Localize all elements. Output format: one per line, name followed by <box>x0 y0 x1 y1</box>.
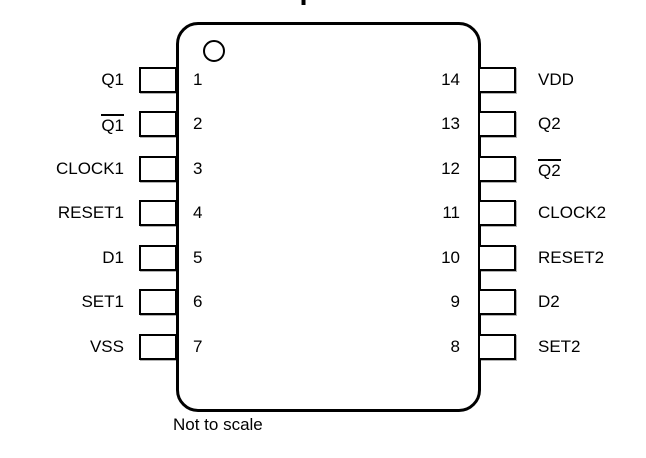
pin-row-12: 12 Q2 <box>0 156 646 182</box>
pin-13-box <box>478 111 516 137</box>
pin-row-6: SET1 6 <box>0 289 646 315</box>
pin-9-number: 9 <box>450 292 460 311</box>
pin-5-label: D1 <box>102 248 124 267</box>
pin-8-box <box>478 334 516 360</box>
pin-6-number: 6 <box>193 292 203 311</box>
pin-12-box <box>478 156 516 182</box>
pin-2-label: Q1 <box>0 111 124 137</box>
pin-12-label: Q2 <box>538 156 646 182</box>
figure-title: Top View <box>176 0 481 7</box>
pin-7-label: VSS <box>89 337 124 356</box>
pin-3-box <box>139 156 177 182</box>
pin-11-label: CLOCK2 <box>538 203 607 222</box>
pin-6-label: SET1 <box>81 292 124 311</box>
pin-8-label: SET2 <box>538 337 581 356</box>
pin-2-label-overline: Q1 <box>101 113 124 135</box>
pin-10-label: RESET2 <box>538 248 605 267</box>
pin-3-number: 3 <box>193 159 203 178</box>
pin-row-10: 10 RESET2 <box>0 245 646 271</box>
pin-4-label: RESET1 <box>57 203 124 222</box>
pin-row-14: 14 VDD <box>0 67 646 93</box>
pin-8-number: 8 <box>450 337 460 356</box>
pin-row-2: Q1 2 <box>0 111 646 137</box>
pin-12-label-overline: Q2 <box>538 158 561 180</box>
pin-4-box <box>139 200 177 226</box>
pin-12-number: 12 <box>441 159 460 178</box>
pin-9-label: D2 <box>538 292 560 311</box>
pin-3-label: CLOCK1 <box>55 159 124 178</box>
pin-13-label: Q2 <box>538 114 561 133</box>
pin-2-number: 2 <box>193 114 203 133</box>
pin-row-8: 8 SET2 <box>0 334 646 360</box>
pin-14-box <box>478 67 516 93</box>
pin-6-box <box>139 289 177 315</box>
pin-11-number: 11 <box>442 203 460 222</box>
pin-7-number: 7 <box>193 337 203 356</box>
pin-row-1: Q1 1 <box>0 67 646 93</box>
pin-4-number: 4 <box>193 203 203 222</box>
pin-13-number: 13 <box>441 114 460 133</box>
pin-row-13: 13 Q2 <box>0 111 646 137</box>
pin-row-3: CLOCK1 3 <box>0 156 646 182</box>
ic-package-outline <box>176 22 481 412</box>
pin-9-box <box>478 289 516 315</box>
pin-10-number: 10 <box>441 248 460 267</box>
pin-11-box <box>478 200 516 226</box>
pin-5-box <box>139 245 177 271</box>
pin-1-box <box>139 67 177 93</box>
pin-14-label: VDD <box>538 70 574 89</box>
pin1-indicator-circle-icon <box>203 40 225 62</box>
pin-1-label: Q1 <box>101 70 124 89</box>
pin-1-number: 1 <box>193 70 203 89</box>
pin-row-9: 9 D2 <box>0 289 646 315</box>
pin-5-number: 5 <box>193 248 203 267</box>
pin-row-4: RESET1 4 <box>0 200 646 226</box>
pin-7-box <box>139 334 177 360</box>
pin-10-box <box>478 245 516 271</box>
pin-row-5: D1 5 <box>0 245 646 271</box>
pin-2-box <box>139 111 177 137</box>
pin-row-7: VSS 7 <box>0 334 646 360</box>
not-to-scale-note: Not to scale <box>173 415 263 434</box>
pin-row-11: 11 CLOCK2 <box>0 200 646 226</box>
pin-14-number: 14 <box>441 70 460 89</box>
